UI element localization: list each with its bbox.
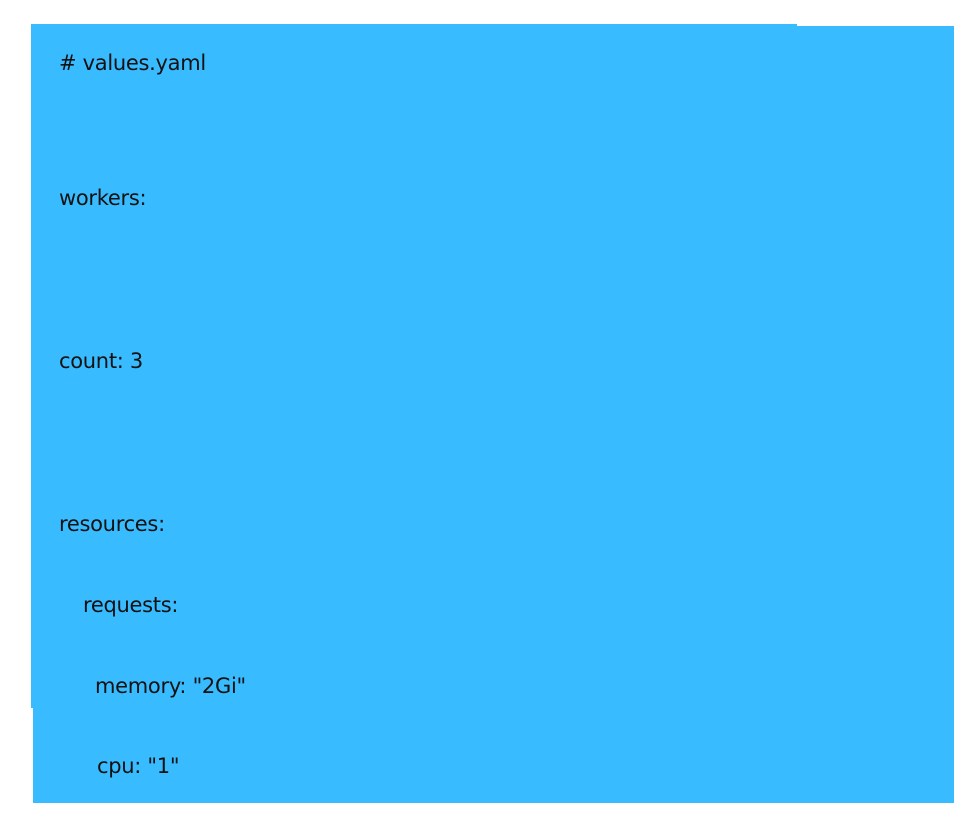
- code-panel-bottom: [33, 700, 803, 803]
- code-line-count: count: 3: [59, 349, 143, 373]
- code-line-cpu: cpu: "1": [97, 754, 180, 778]
- code-line-workers: workers:: [59, 186, 147, 210]
- code-panel-top: [31, 24, 797, 708]
- code-panel-right: [797, 26, 954, 803]
- code-line-comment: # values.yaml: [59, 51, 206, 75]
- code-line-requests: requests:: [83, 593, 179, 617]
- code-line-memory: memory: "2Gi": [95, 674, 246, 698]
- code-line-resources: resources:: [59, 512, 165, 536]
